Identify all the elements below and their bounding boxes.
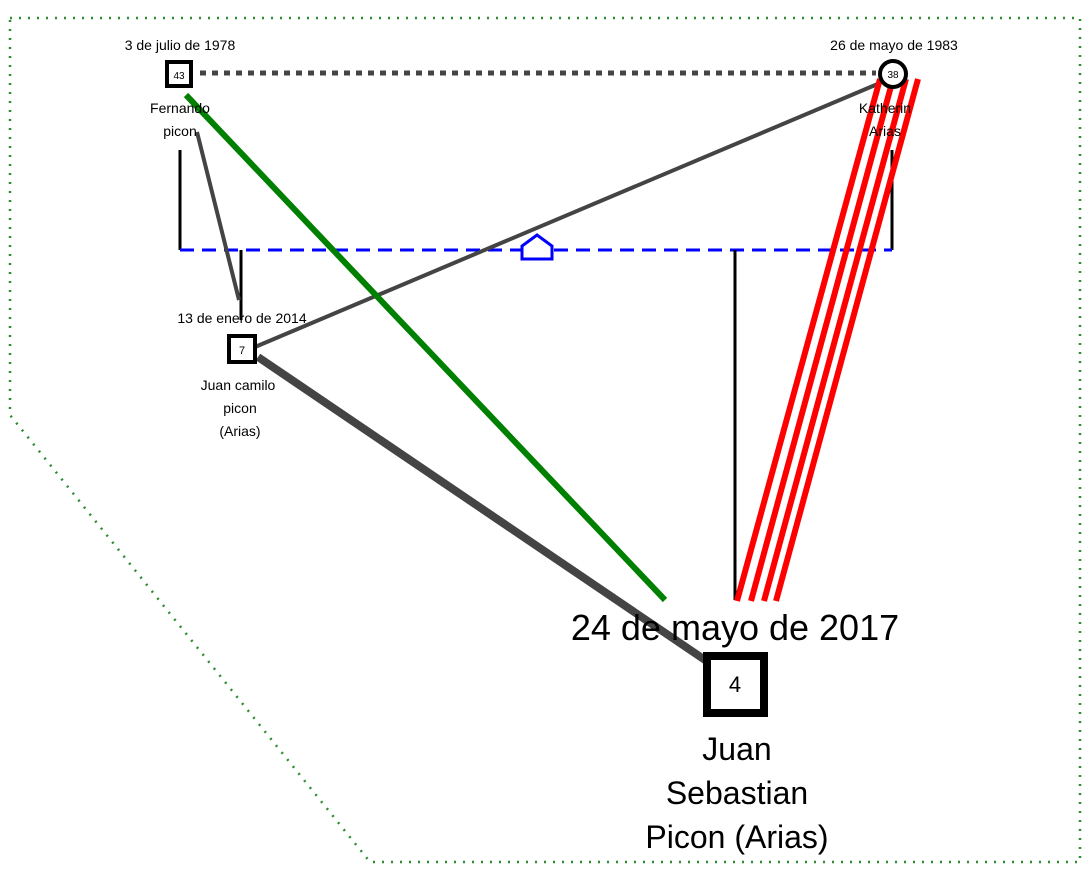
child1-male-square[interactable] — [227, 334, 257, 364]
mother-age: 38 — [887, 70, 899, 81]
father-age: 43 — [173, 71, 185, 82]
father-name-line2: picon — [163, 123, 196, 139]
household-boundary — [8, 16, 1082, 864]
child1-age: 7 — [239, 345, 245, 357]
mother-name-line1: Katherin — [859, 100, 911, 116]
mother-female-circle[interactable] — [878, 59, 908, 89]
father-child1-relation-line — [195, 131, 241, 301]
mother-birth-date: 26 de mayo de 1983 — [830, 37, 958, 53]
mother-child2-conflict-lines — [734, 78, 921, 602]
child1-name-line3: (Arias) — [219, 423, 260, 439]
child1-name-line1: Juan camilo — [201, 377, 276, 393]
child2-birth-date: 24 de mayo de 2017 — [571, 607, 899, 648]
household-icon — [520, 233, 554, 261]
mother-child1-relation-line — [254, 81, 881, 349]
child2-name-line1: Juan — [702, 731, 771, 767]
father-birth-date: 3 de julio de 1978 — [125, 37, 236, 53]
child2-name-line3: Picon (Arias) — [645, 819, 828, 855]
child2-age: 4 — [729, 672, 741, 697]
child1-name-line2: picon — [223, 400, 256, 416]
father-male-square[interactable] — [165, 60, 193, 88]
child2-name-line2: Sebastian — [666, 775, 808, 811]
mother-name-line2: Arias — [869, 123, 901, 139]
father-child2-close-line — [183, 92, 668, 603]
child2-male-square[interactable] — [703, 652, 768, 717]
child1-birth-date: 13 de enero de 2014 — [177, 310, 306, 326]
father-name-line1: Fernando — [150, 100, 210, 116]
child1-child2-relation-line — [255, 353, 711, 666]
